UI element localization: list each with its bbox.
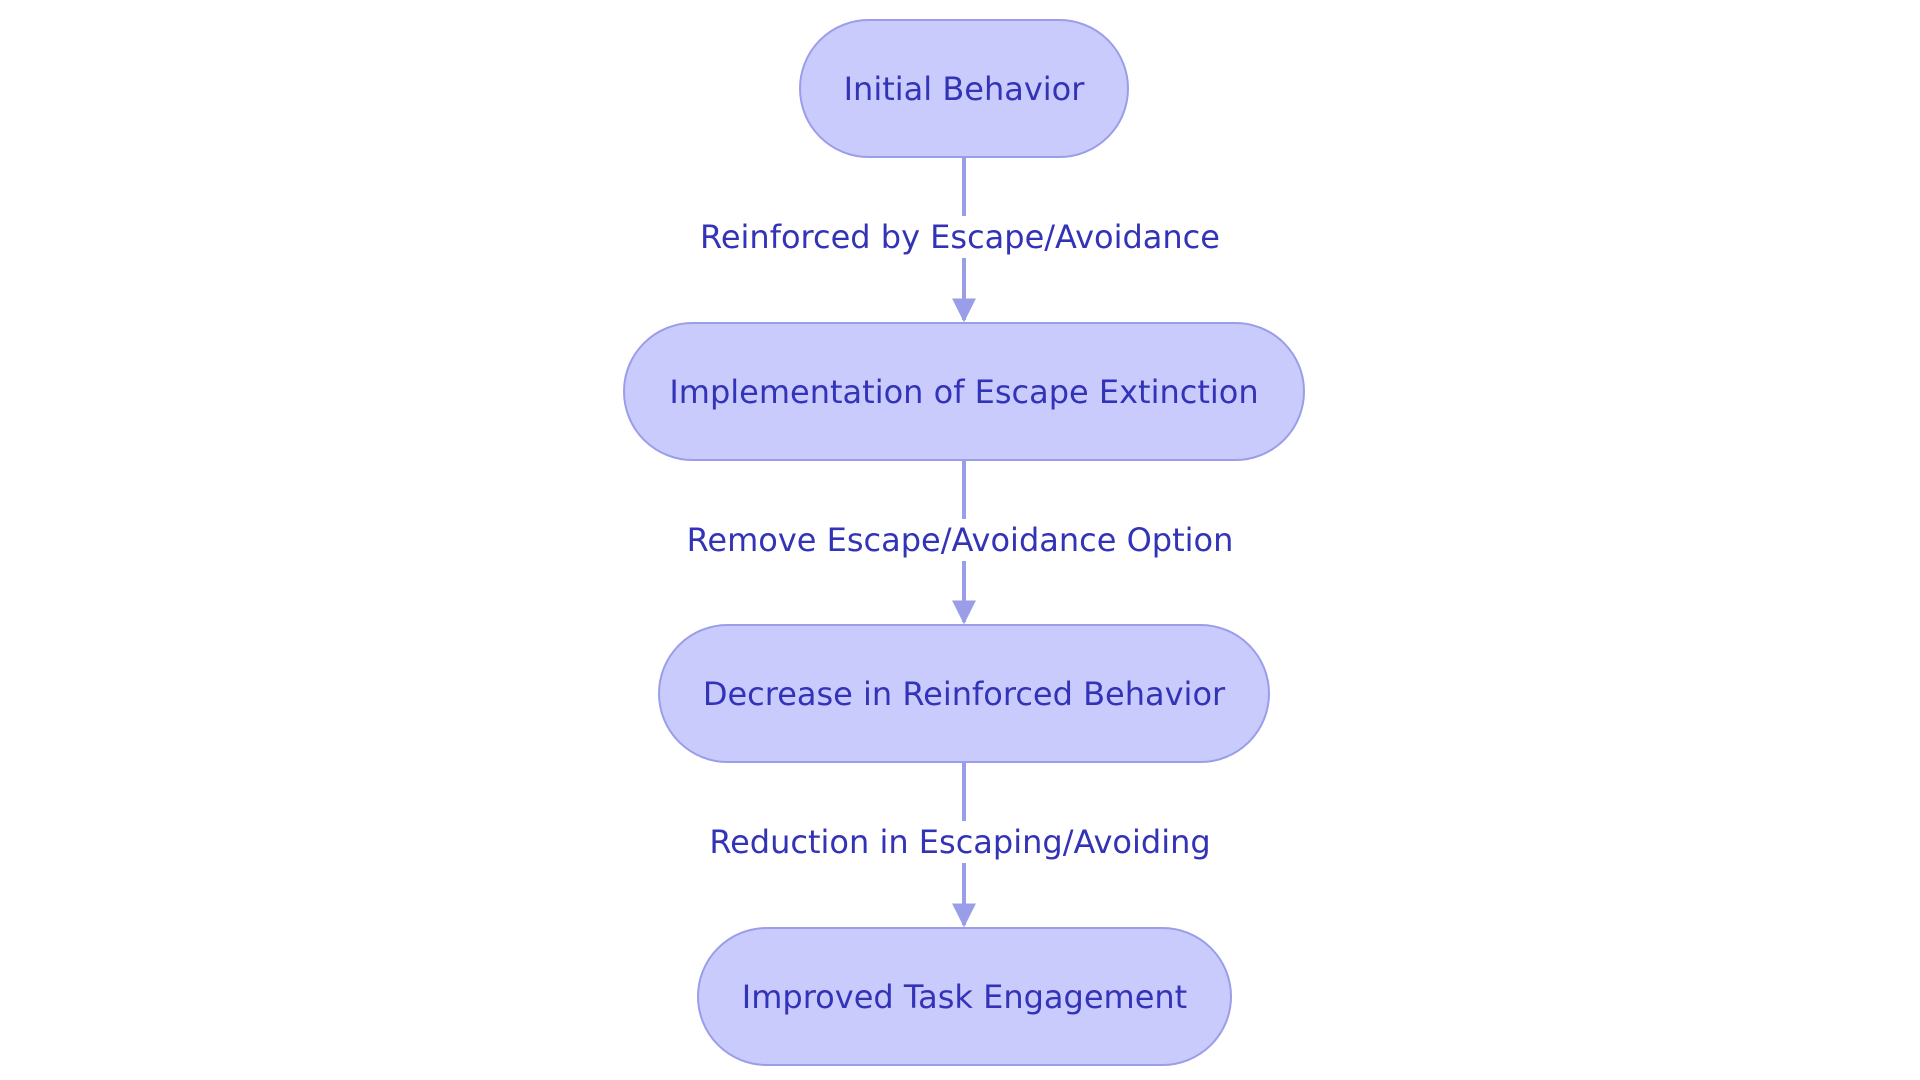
node-implementation-of-escape-extinction: Implementation of Escape Extinction xyxy=(623,322,1305,461)
node-decrease-in-reinforced-behavior: Decrease in Reinforced Behavior xyxy=(658,624,1270,763)
node-improved-label: Improved Task Engagement xyxy=(741,977,1188,1016)
node-improved-task-engagement: Improved Task Engagement xyxy=(697,927,1232,1066)
node-initial-behavior: Initial Behavior xyxy=(799,19,1129,158)
node-decrease-label: Decrease in Reinforced Behavior xyxy=(702,674,1226,713)
node-implementation-label: Implementation of Escape Extinction xyxy=(669,372,1259,411)
node-initial-behavior-label: Initial Behavior xyxy=(843,69,1085,108)
